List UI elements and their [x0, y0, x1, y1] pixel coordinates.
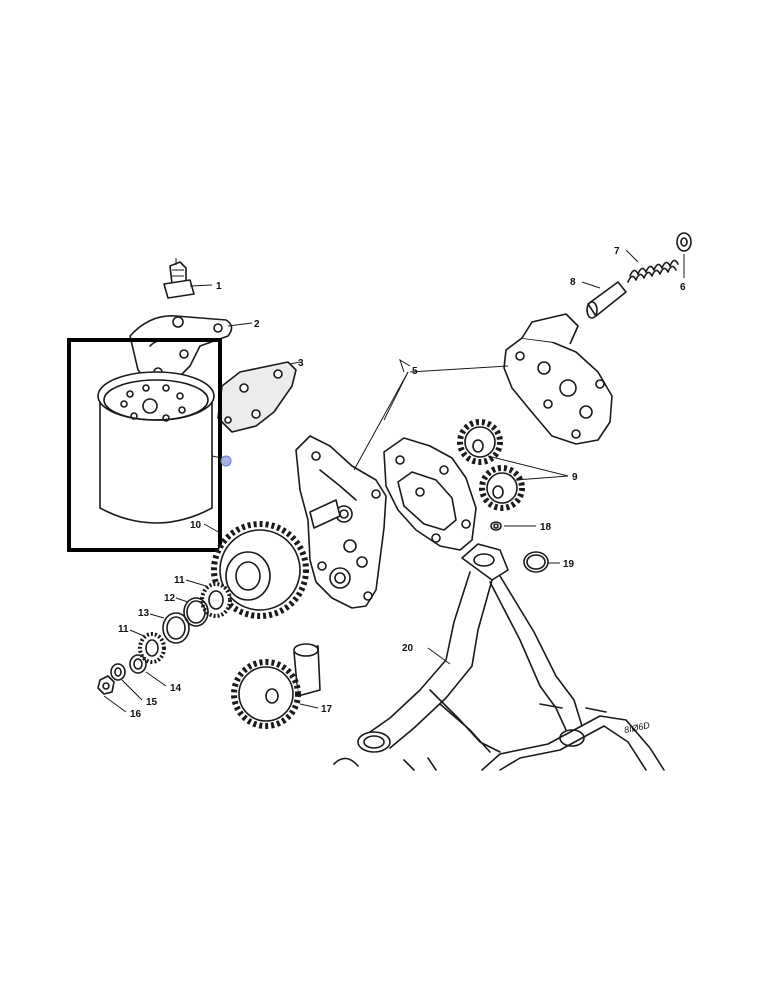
part-8-valve-plunger — [581, 281, 627, 319]
leader-lines — [353, 358, 569, 481]
callout-19: 19 — [563, 559, 575, 570]
callout-8: 8 — [570, 277, 576, 288]
bearing-lower — [129, 629, 166, 664]
washer-14 — [129, 654, 167, 687]
callout-2: 2 — [254, 319, 260, 330]
callout-5: 5 — [412, 366, 418, 377]
callout-7: 7 — [614, 246, 620, 257]
washer-13 — [149, 612, 190, 644]
part-7-spring — [625, 249, 679, 283]
callout-10: 10 — [190, 520, 202, 531]
part-19-o-ring — [523, 551, 560, 573]
callout-16: 16 — [130, 709, 142, 720]
part-3-gasket — [217, 361, 301, 433]
circlip-12 — [175, 597, 209, 627]
highlight-box — [67, 338, 222, 552]
callout-14: 14 — [170, 683, 182, 694]
bearing-upper — [185, 579, 232, 618]
marker-dot — [220, 455, 232, 467]
washer-15 — [110, 663, 143, 701]
callout-1: 1 — [216, 281, 222, 292]
callout-labels: 1 2 3 5 6 7 8 9 10 11 12 13 11 14 15 16 … — [118, 246, 686, 735]
oil-strainer-pan — [481, 703, 665, 771]
callout-18: 18 — [540, 522, 552, 533]
nut-16 — [97, 675, 127, 713]
part-1-oil-pressure-switch — [163, 258, 213, 299]
callout-11b: 11 — [118, 624, 129, 635]
part-6-valve-cap — [676, 232, 692, 278]
callout-15: 15 — [146, 697, 158, 708]
part-17-drive-gear — [231, 643, 321, 729]
pump-body — [295, 435, 387, 609]
part-20-suction-pipe — [333, 543, 585, 771]
relief-valve-housing — [503, 313, 613, 445]
oil-filter-cartridge — [97, 371, 223, 524]
callout-13: 13 — [138, 608, 150, 619]
callout-11a: 11 — [174, 575, 185, 586]
callout-12: 12 — [164, 593, 176, 604]
callout-17: 17 — [321, 704, 333, 715]
callout-3: 3 — [298, 358, 304, 369]
callout-6: 6 — [680, 282, 686, 293]
callout-20: 20 — [402, 643, 414, 654]
part-10-idler-gear — [203, 521, 309, 619]
callout-9: 9 — [572, 472, 578, 483]
pump-cover-plate — [383, 437, 477, 551]
part-9-pump-gears — [457, 419, 525, 511]
part-18-small-ring — [490, 521, 536, 531]
